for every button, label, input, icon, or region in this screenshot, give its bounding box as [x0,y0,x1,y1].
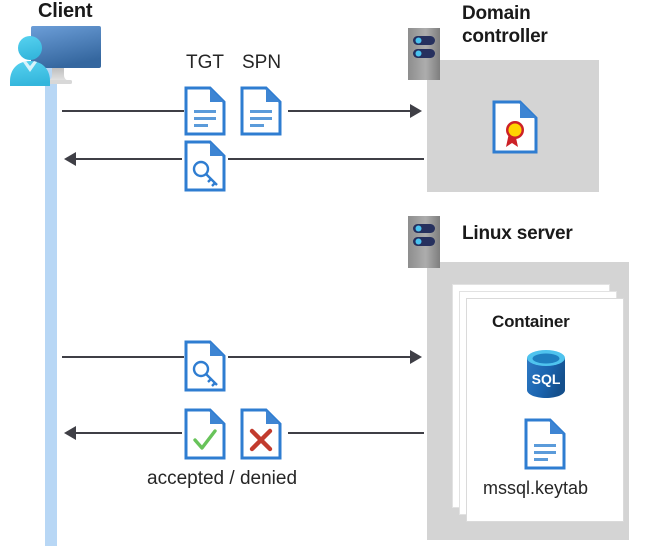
flow-linux-to-client-line-right [288,432,424,434]
flow-client-to-dc-arrowhead [410,104,422,118]
key-document-icon-lower [184,340,226,397]
keytab-filename-label: mssql.keytab [483,478,589,498]
linux-server-icon [408,216,440,273]
certificate-document-icon [492,100,538,154]
domain-controller-server-icon [408,28,440,85]
spn-document-icon [240,86,282,141]
linux-server-title: Linux server [462,223,573,244]
keytab-document-icon [524,418,566,470]
flow-client-to-linux-line-left [62,356,184,358]
accepted-denied-label: accepted / denied [147,468,298,489]
spn-label: SPN [242,52,282,73]
flow-linux-to-client-line-left [76,432,182,434]
domain-controller-title-line2: controller [462,26,548,47]
key-document-icon-upper [184,140,226,197]
flow-client-to-linux-line-right [228,356,412,358]
client-title: Client [38,0,93,22]
accepted-check-document-icon [184,408,226,465]
domain-controller-title-line1: Domain [462,3,531,24]
tgt-document-icon [184,86,226,141]
sql-database-icon: SQL [524,348,568,400]
client-lifeline [45,60,57,546]
flow-dc-to-client-line-left [76,158,182,160]
tgt-label: TGT [186,52,224,73]
container-card-front [466,298,624,522]
flow-dc-to-client-line-right [228,158,424,160]
denied-cross-document-icon [240,408,282,465]
container-title: Container [492,312,570,331]
flow-client-to-linux-arrowhead [410,350,422,364]
domain-controller-title: Domain controller [462,2,612,48]
flow-client-to-dc-line-left [62,110,184,112]
flow-linux-to-client-arrowhead [64,426,76,440]
client-computer-icon [8,22,104,92]
sql-label: SQL [532,371,561,387]
flow-dc-to-client-arrowhead [64,152,76,166]
flow-client-to-dc-line-right [288,110,412,112]
